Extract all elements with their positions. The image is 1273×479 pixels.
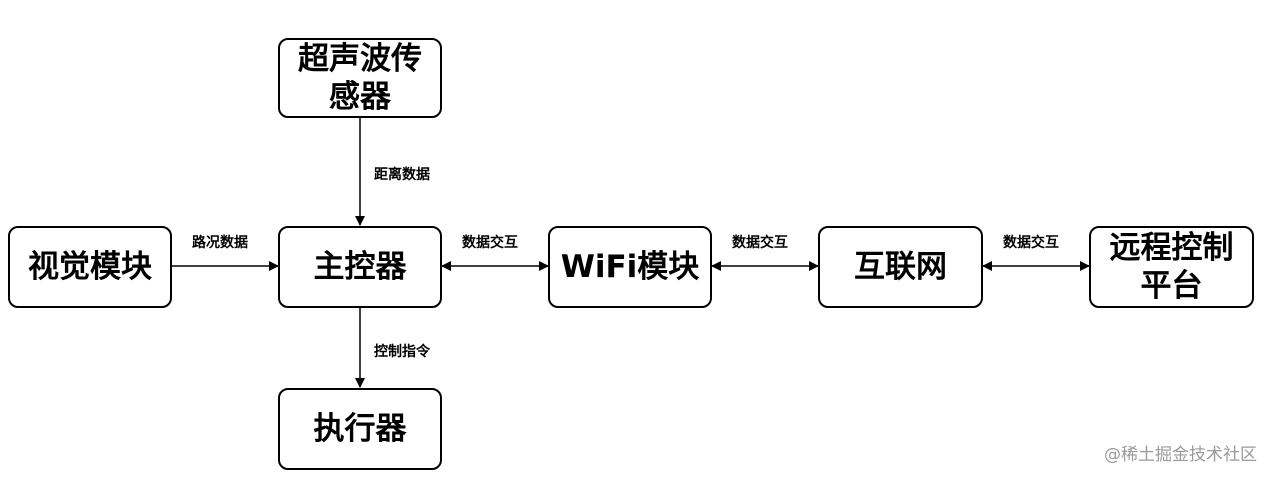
edge-distance-label: 距离数据 (374, 167, 430, 183)
node-wifi-module: WiFi模块 (548, 226, 712, 308)
node-remote-label: 远程控制 平台 (1109, 230, 1234, 304)
edge-command-label: 控制指令 (374, 344, 430, 360)
node-vision-label: 视觉模块 (28, 249, 152, 285)
node-remote-platform: 远程控制 平台 (1089, 226, 1254, 308)
node-ultrasonic-label: 超声波传 感器 (298, 41, 422, 115)
edge-road-label: 路况数据 (192, 235, 248, 251)
node-controller-label: 主控器 (313, 249, 407, 285)
watermark: @稀土掘金技术社区 (1104, 445, 1257, 465)
node-internet-label: 互联网 (854, 249, 947, 285)
node-actuator: 执行器 (278, 388, 442, 470)
node-main-controller: 主控器 (278, 226, 442, 308)
node-actuator-label: 执行器 (313, 411, 407, 447)
edge-exchange1-label: 数据交互 (462, 235, 518, 251)
node-wifi-label: WiFi模块 (560, 249, 700, 285)
node-vision-module: 视觉模块 (8, 226, 172, 308)
edge-exchange2-label: 数据交互 (732, 235, 788, 251)
edge-exchange3-label: 数据交互 (1003, 235, 1059, 251)
node-ultrasonic-sensor: 超声波传 感器 (278, 38, 442, 118)
node-internet: 互联网 (818, 226, 983, 308)
